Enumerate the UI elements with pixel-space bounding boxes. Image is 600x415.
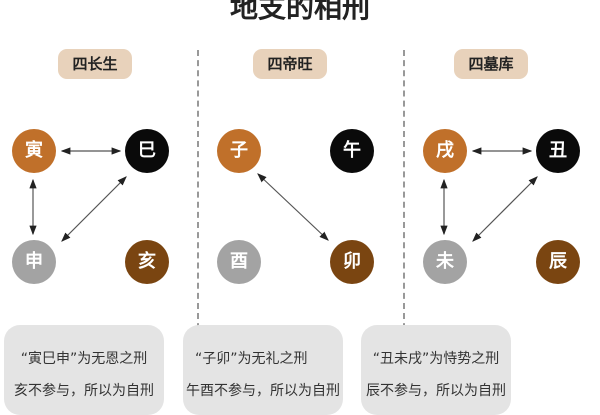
description-line: “寅巳申”为无恩之刑: [20, 351, 148, 367]
node: 戌: [423, 129, 467, 173]
description-line: 午酉不参与，所以为自刑: [186, 383, 340, 399]
arrows: [29, 147, 538, 242]
node: 未: [423, 240, 467, 284]
arrow: [472, 176, 538, 242]
arrow: [61, 176, 127, 242]
divider: [403, 50, 405, 400]
description-line: “子卯”为无礼之刑: [195, 351, 308, 367]
node: 申: [12, 240, 56, 284]
description-box: “子卯”为无礼之刑 午酉不参与，所以为自刑: [183, 325, 343, 415]
group-label: 四墓库: [454, 49, 528, 79]
group-label: 四帝旺: [253, 49, 327, 79]
node: 酉: [217, 240, 261, 284]
node: 午: [330, 129, 374, 173]
description-line: 亥不参与，所以为自刑: [14, 383, 154, 399]
group-label: 四长生: [58, 49, 132, 79]
description-box: “寅巳申”为无恩之刑 亥不参与，所以为自刑: [4, 325, 164, 415]
divider: [197, 50, 199, 400]
node: 子: [217, 129, 261, 173]
node: 丑: [536, 129, 580, 173]
node: 辰: [536, 240, 580, 284]
node: 亥: [125, 240, 169, 284]
node: 卯: [330, 240, 374, 284]
page-title: 地支的相刑: [229, 0, 370, 24]
description-box: “丑未戌”为恃势之刑 辰不参与，所以为自刑: [361, 325, 511, 415]
arrow: [257, 173, 329, 241]
node: 巳: [125, 129, 169, 173]
node: 寅: [12, 129, 56, 173]
description-line: 辰不参与，所以为自刑: [366, 383, 506, 399]
description-line: “丑未戌”为恃势之刑: [372, 351, 500, 367]
